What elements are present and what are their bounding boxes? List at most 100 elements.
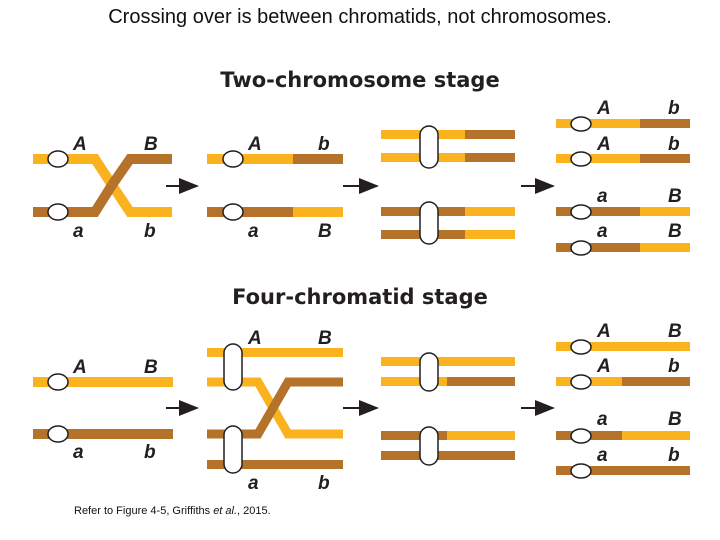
chromosome-dark <box>33 182 117 217</box>
chromatid-dark-crossed <box>269 377 343 411</box>
centromere-icon <box>223 343 243 391</box>
chromatid-segment-light <box>622 431 690 440</box>
allele-label: a <box>248 221 259 242</box>
allele-label: b <box>668 134 680 155</box>
heading-two-chromosome-stage: Two-chromosome stage <box>220 68 500 92</box>
chromosome-segment-dark <box>293 154 343 164</box>
allele-label: A <box>72 134 87 155</box>
four-stage-panel-1: A B a b <box>33 357 173 463</box>
chromosome-segment-light <box>33 377 173 387</box>
allele-label: A <box>247 328 262 349</box>
chromatid-segment-dark <box>556 207 640 216</box>
chromosome-segment-light <box>207 154 293 164</box>
chromatid-segment-dark <box>622 377 690 386</box>
allele-label: B <box>144 134 158 155</box>
allele-label: B <box>668 186 682 207</box>
centromere-icon <box>419 426 439 466</box>
citation-prefix: Refer to Figure 4-5, Griffiths <box>74 505 214 517</box>
chromatid-segment-light <box>556 154 640 163</box>
chromosome-light <box>33 154 117 188</box>
chromatid-segment-dark <box>447 377 515 386</box>
two-stage-panel-2: A b a B <box>207 134 343 242</box>
chromatid-segment-light <box>447 431 515 440</box>
centromere-icon <box>570 339 592 355</box>
chromatid-segment-dark <box>207 460 343 469</box>
allele-label: A <box>596 134 611 155</box>
centromere-icon <box>570 463 592 479</box>
allele-label: a <box>73 442 84 463</box>
chromatid-segment-light <box>556 119 640 128</box>
centromere-icon <box>419 352 439 392</box>
chromatid-segment-light <box>207 348 343 357</box>
allele-label: A <box>247 134 262 155</box>
allele-label: A <box>596 321 611 342</box>
chromatid-segment-dark <box>465 153 515 162</box>
citation-italic: et al. <box>213 505 238 517</box>
allele-label: b <box>668 445 680 466</box>
allele-label: B <box>318 221 332 242</box>
chromatid-segment-dark <box>381 431 447 440</box>
chromatid-segment-light <box>465 230 515 239</box>
allele-label: b <box>144 442 156 463</box>
chromatid-segment-light <box>465 207 515 216</box>
page-title: Crossing over is between chromatids, not… <box>108 6 612 28</box>
chromatid-light-crossed <box>269 405 343 439</box>
chromatid-segment-dark <box>640 119 690 128</box>
citation-suffix: , 2015. <box>237 505 271 517</box>
chromatid-segment-dark <box>640 154 690 163</box>
centromere-icon <box>222 203 244 221</box>
allele-label: A <box>596 356 611 377</box>
chromatid-segment-light <box>556 342 690 351</box>
chromatid-segment-dark <box>381 451 515 460</box>
centromere-icon <box>47 373 69 391</box>
allele-label: b <box>318 134 330 155</box>
chromatid-segment-dark <box>556 466 690 475</box>
four-stage-panel-3 <box>381 352 515 466</box>
citation: Refer to Figure 4-5, Griffiths et al., 2… <box>74 505 271 517</box>
allele-label: a <box>597 409 608 430</box>
allele-label: a <box>248 473 259 494</box>
allele-label: a <box>73 221 84 242</box>
chromatid-segment-dark <box>465 130 515 139</box>
two-stage-panel-3 <box>381 125 515 245</box>
chromosome-dark-crossed <box>107 154 172 188</box>
chromatid-segment-light <box>381 377 447 386</box>
allele-label: a <box>597 186 608 207</box>
centromere-icon <box>419 125 439 169</box>
centromere-icon <box>47 150 69 168</box>
allele-label: b <box>668 356 680 377</box>
two-stage-panel-1: A B a b <box>33 134 172 242</box>
allele-label: B <box>668 221 682 242</box>
two-chromosome-stage: A B a b A b a B <box>33 98 690 256</box>
allele-label: a <box>597 221 608 242</box>
chromatid-segment-light <box>640 243 690 252</box>
allele-label: B <box>144 357 158 378</box>
chromosome-segment-dark <box>207 207 293 217</box>
allele-label: B <box>668 321 682 342</box>
allele-label: A <box>72 357 87 378</box>
centromere-icon <box>570 374 592 390</box>
chromosome-light-crossed <box>107 182 172 217</box>
centromere-icon <box>222 150 244 168</box>
four-chromatid-stage: A B a b A B a b <box>33 321 690 494</box>
centromere-icon <box>570 240 592 256</box>
centromere-icon <box>223 425 243 474</box>
allele-label: B <box>318 328 332 349</box>
centromere-icon <box>570 151 592 167</box>
chromosome-segment-light <box>293 207 343 217</box>
four-stage-panel-4: A B A b a B a b <box>556 321 690 479</box>
allele-label: b <box>668 98 680 119</box>
centromere-icon <box>570 428 592 444</box>
chromatid-segment-light <box>640 207 690 216</box>
allele-label: A <box>596 98 611 119</box>
four-stage-panel-2: A B a b <box>207 328 343 494</box>
two-stage-panel-4: A b A b a B a B <box>556 98 690 256</box>
chromosome-segment-dark <box>33 429 173 439</box>
centromere-icon <box>419 201 439 245</box>
centromere-icon <box>47 203 69 221</box>
allele-label: a <box>597 445 608 466</box>
centromere-icon <box>47 425 69 443</box>
allele-label: B <box>668 409 682 430</box>
chromatid-segment-dark <box>556 243 640 252</box>
